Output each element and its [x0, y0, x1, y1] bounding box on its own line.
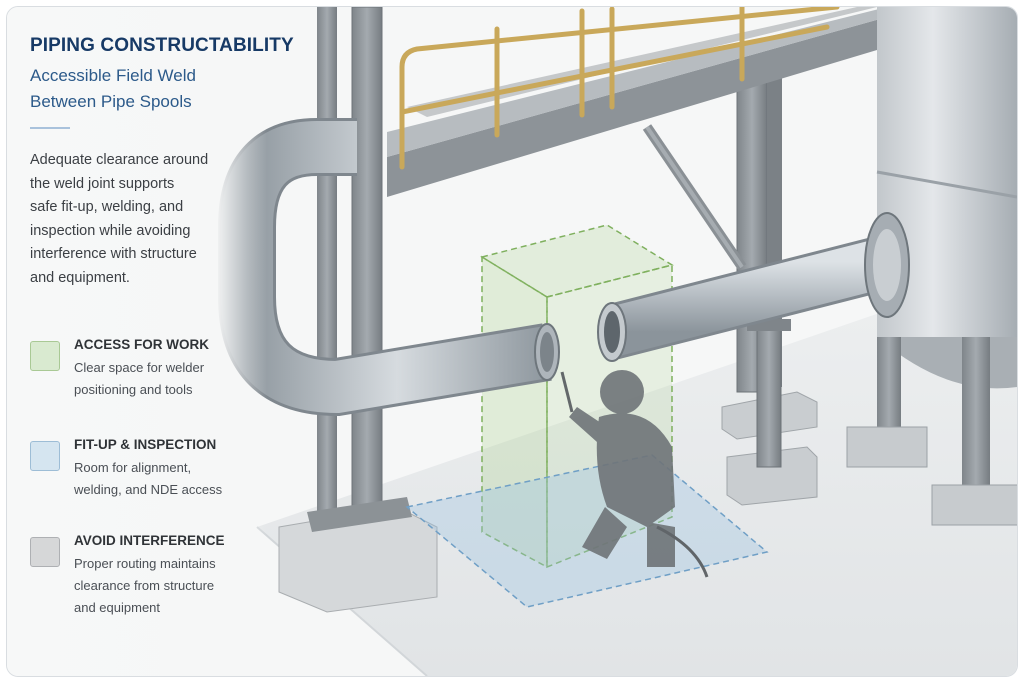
description-line: and equipment.: [30, 269, 130, 286]
description-line: Adequate clearance around: [30, 152, 209, 168]
infographic-frame: PIPING CONSTRUCTABILITY Accessible Field…: [6, 6, 1018, 677]
constructability-illustration: [218, 7, 1017, 676]
legend-line: Proper routing maintains: [74, 556, 216, 571]
legend-title: FIT-UP & INSPECTION: [74, 437, 217, 452]
legend-line: welding, and NDE access: [74, 482, 223, 497]
legend-item-access: ACCESS FOR WORK Clear space for welder p…: [30, 337, 270, 417]
legend-line: positioning and tools: [74, 382, 193, 397]
subtitle-line: Accessible Field Weld: [30, 66, 196, 85]
legend-text: Clear space for welder positioning and t…: [74, 357, 204, 401]
legend-line: Clear space for welder: [74, 360, 205, 375]
title-divider: [30, 127, 70, 129]
legend-text: Proper routing maintains clearance from …: [74, 553, 216, 619]
description-line: the weld joint supports: [30, 175, 175, 192]
legend-swatch-gray: [30, 537, 60, 567]
platform-handrail: [399, 7, 840, 170]
legend-line: and equipment: [74, 600, 161, 615]
legend-item-inspection: FIT-UP & INSPECTION Room for alignment, …: [30, 437, 270, 517]
page-subtitle: Accessible Field Weld Between Pipe Spool…: [30, 63, 196, 115]
page-title: PIPING CONSTRUCTABILITY: [30, 35, 294, 56]
description: Adequate clearance around the weld joint…: [30, 149, 250, 290]
pressure-vessel: [846, 7, 1017, 526]
legend-title: ACCESS FOR WORK: [74, 337, 209, 352]
legend-line: clearance from structure: [74, 578, 215, 593]
legend-swatch-green: [30, 341, 60, 371]
description-line: inspection while avoiding: [30, 222, 191, 239]
pipe-spool-right: [597, 212, 910, 362]
description-line: interference with structure: [30, 246, 197, 262]
legend-item-interference: AVOID INTERFERENCE Proper routing mainta…: [30, 533, 270, 633]
description-line: safe fit-up, welding, and: [30, 199, 184, 215]
legend-title: AVOID INTERFERENCE: [74, 533, 225, 548]
inspection-zone: [405, 454, 769, 608]
subtitle-line: Between Pipe Spools: [30, 92, 192, 111]
legend-text: Room for alignment, welding, and NDE acc…: [74, 457, 222, 501]
text-panel: PIPING CONSTRUCTABILITY Accessible Field…: [7, 7, 294, 676]
legend-line: Room for alignment,: [74, 460, 192, 475]
pipe-support: [747, 319, 791, 468]
welder-figure: [560, 370, 709, 578]
legend-swatch-blue: [30, 441, 60, 471]
